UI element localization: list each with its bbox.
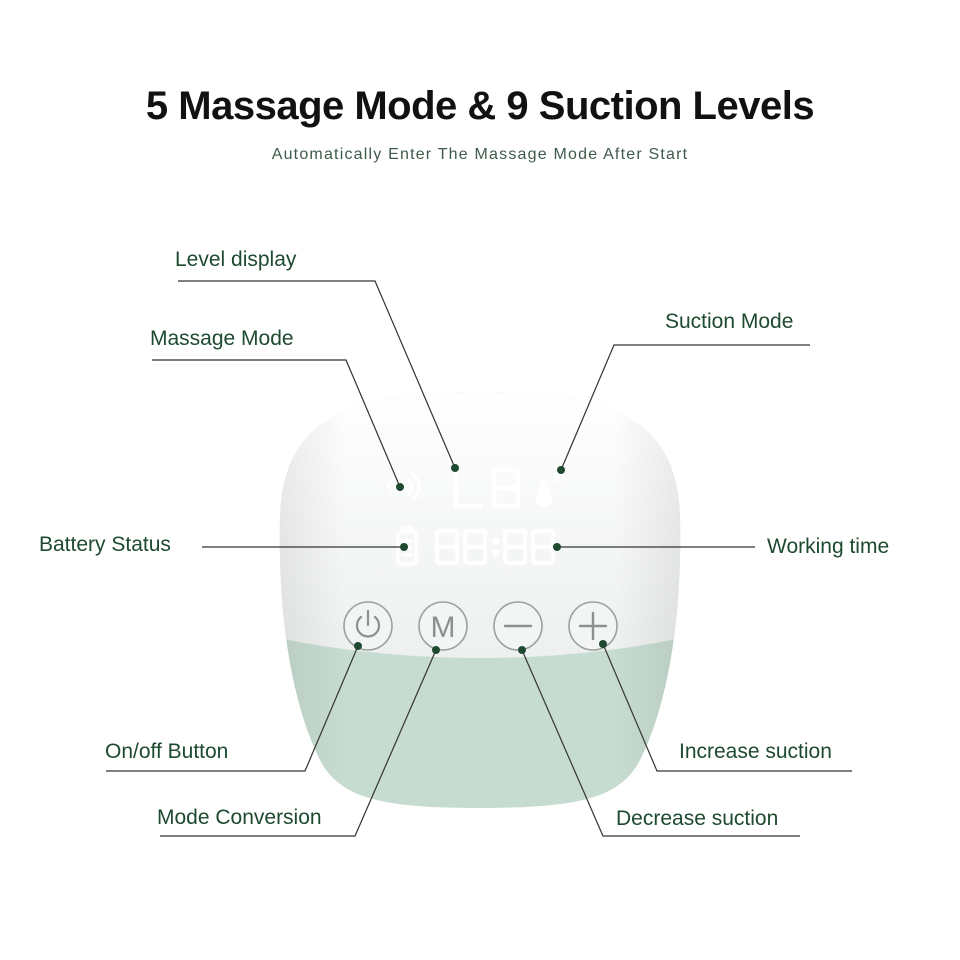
device-body: [279, 392, 681, 808]
plus-icon: [578, 611, 608, 641]
label-decrease-suction: Decrease suction: [616, 807, 779, 830]
time-colon: [492, 537, 500, 545]
label-mode-conversion: Mode Conversion: [157, 806, 322, 829]
label-onoff-button: On/off Button: [105, 740, 229, 763]
leader-lines: [106, 280, 852, 837]
label-working-time: Working time: [767, 535, 890, 558]
leader-increase: [602, 643, 852, 772]
time-colon: [492, 549, 500, 557]
label-increase-suction: Increase suction: [679, 740, 832, 763]
leader-level-display: [178, 280, 456, 469]
page-title: 5 Massage Mode & 9 Suction Levels: [145, 84, 815, 128]
leader-decrease: [521, 649, 800, 837]
label-battery-status: Battery Status: [39, 533, 171, 556]
leader-mode-conversion: [160, 649, 437, 837]
page-subtitle: Automatically Enter The Massage Mode Aft…: [271, 146, 689, 163]
power-button[interactable]: [343, 601, 393, 651]
working-time-display: [435, 529, 555, 565]
leader-massage-mode: [152, 359, 401, 488]
mode-button[interactable]: M: [418, 601, 468, 651]
decrease-button[interactable]: [493, 601, 543, 651]
mode-icon: M: [431, 611, 456, 644]
callout-dots: [354, 464, 607, 654]
level-display: [454, 468, 520, 508]
label-level-display: Level display: [175, 248, 297, 271]
increase-button[interactable]: [568, 601, 618, 651]
suction-mode-icon: [536, 466, 562, 506]
leader-onoff: [106, 645, 359, 772]
leader-suction-mode: [560, 344, 810, 471]
power-icon: [355, 609, 381, 638]
label-massage-mode: Massage Mode: [150, 327, 294, 350]
label-suction-mode: Suction Mode: [665, 310, 794, 333]
